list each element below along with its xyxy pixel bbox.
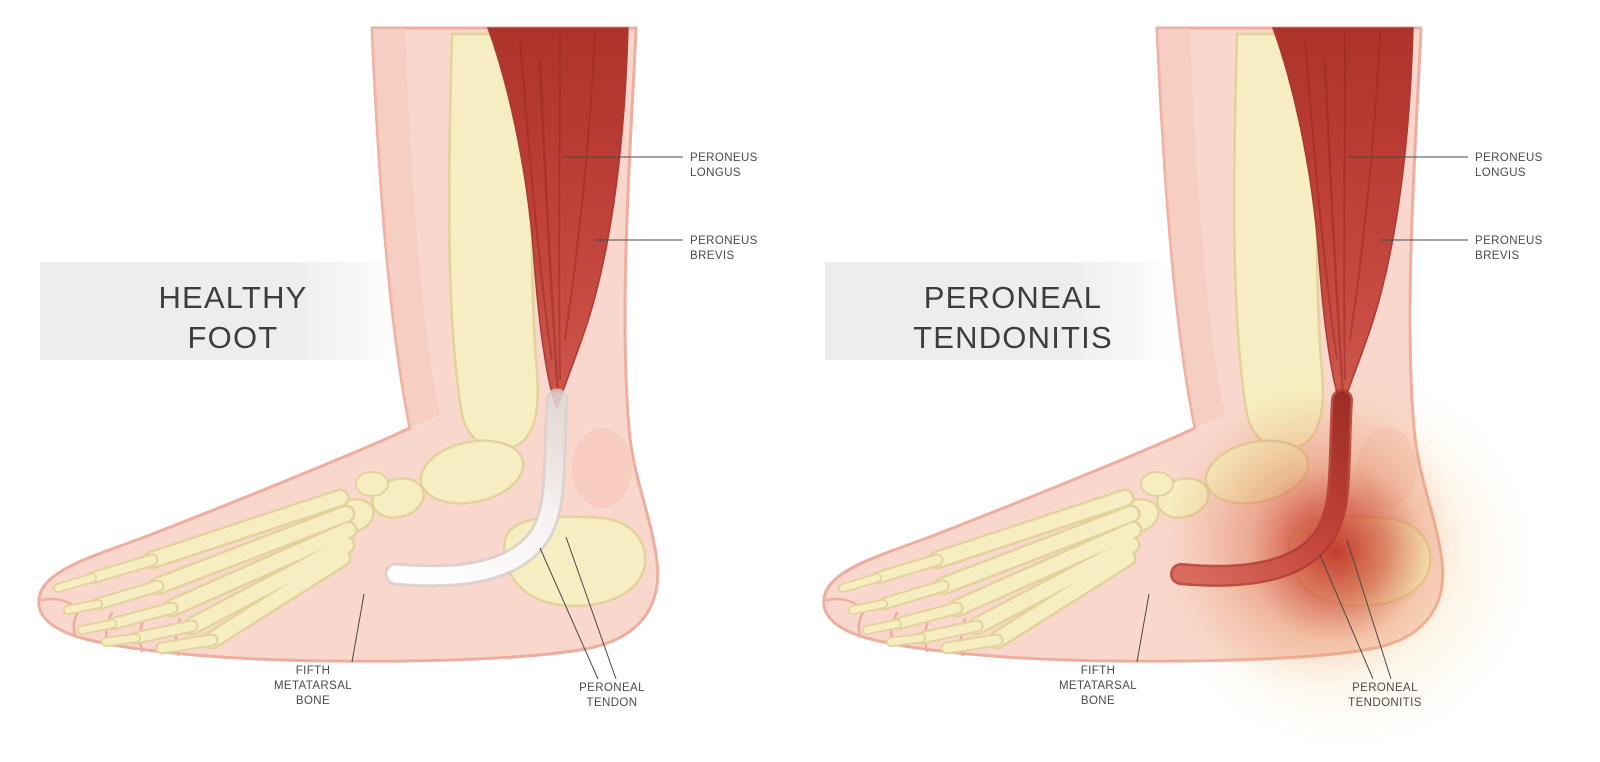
panel-title-line2: TENDONITIS xyxy=(913,320,1113,355)
label-text: METATARSAL xyxy=(1059,680,1137,692)
leader-line xyxy=(351,593,365,663)
label-text: BREVIS xyxy=(1475,250,1520,262)
label-text: TENDONITIS xyxy=(1348,697,1422,709)
leader-line xyxy=(565,536,617,680)
title-band xyxy=(40,262,404,360)
label-fifth-metatarsal: FIFTH METATARSAL BONE xyxy=(1059,593,1150,707)
label-text: PERONEAL xyxy=(579,682,645,694)
panel-healthy: HEALTHY FOOT PERONEUS LONGUS PERONEUS BR… xyxy=(39,28,758,709)
glow-hot xyxy=(1247,462,1427,642)
annotations: PERONEUS LONGUS PERONEUS BREVIS FIFTH ME… xyxy=(1059,152,1543,709)
annotations: PERONEUS LONGUS PERONEUS BREVIS FIFTH ME… xyxy=(274,152,758,709)
label-text: BREVIS xyxy=(690,250,735,262)
label-text: PERONEUS xyxy=(1475,235,1543,247)
label-peroneus-longus: PERONEUS LONGUS xyxy=(563,152,758,179)
panel-tendonitis: PERONEAL TENDONITIS PERONEUS LONGUS PERO… xyxy=(824,28,1543,750)
inflammation-glow xyxy=(1155,370,1535,750)
tendon-inflamed xyxy=(1170,389,1353,587)
label-peroneus-brevis: PERONEUS BREVIS xyxy=(1380,235,1543,262)
leader-line xyxy=(1346,539,1392,680)
leader-line xyxy=(1136,593,1150,663)
label-text: LONGUS xyxy=(690,167,741,179)
label-text: BONE xyxy=(1081,695,1115,707)
tendon-healthy xyxy=(384,388,569,588)
leader-line xyxy=(1319,554,1374,680)
leader-line xyxy=(539,547,599,680)
label-text: PERONEUS xyxy=(1475,152,1543,164)
panel-title-line2: FOOT xyxy=(188,320,279,355)
label-text: LONGUS xyxy=(1475,167,1526,179)
label-text: TENDON xyxy=(587,697,638,709)
label-peroneus-longus: PERONEUS LONGUS xyxy=(1348,152,1543,179)
label-text: FIFTH xyxy=(296,665,331,677)
label-text: FIFTH xyxy=(1081,665,1116,677)
label-peroneal-tendon: PERONEAL TENDON xyxy=(539,536,645,709)
tendon-path xyxy=(1172,391,1351,585)
label-text: PERONEUS xyxy=(690,152,758,164)
label-peroneal-tendonitis: PERONEAL TENDONITIS xyxy=(1319,539,1422,709)
label-peroneus-brevis: PERONEUS BREVIS xyxy=(595,235,758,262)
label-text: PERONEUS xyxy=(690,235,758,247)
title-band xyxy=(825,262,1177,360)
panel-title-line1: HEALTHY xyxy=(158,280,307,315)
tendon-path xyxy=(387,391,566,585)
panel-title-line1: PERONEAL xyxy=(924,280,1102,315)
label-fifth-metatarsal: FIFTH METATARSAL BONE xyxy=(274,593,365,707)
label-text: METATARSAL xyxy=(274,680,352,692)
label-text: BONE xyxy=(296,695,330,707)
label-text: PERONEAL xyxy=(1352,682,1418,694)
